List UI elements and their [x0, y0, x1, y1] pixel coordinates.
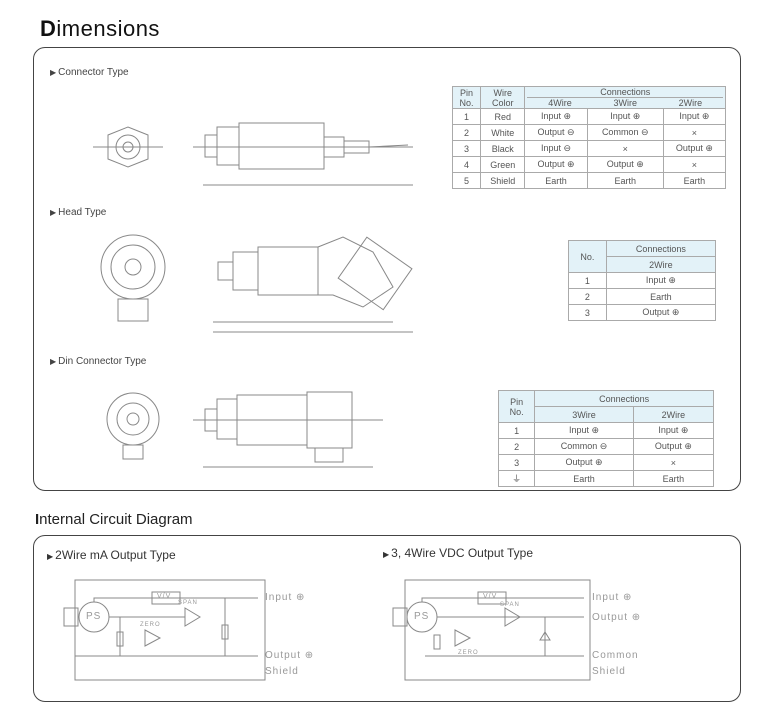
circuit-2wire — [63, 579, 266, 681]
table-cell: Earth — [586, 172, 664, 189]
span-label: SPAN — [500, 602, 520, 608]
terminal-shield-34wire: Shield — [592, 666, 626, 677]
table-cell: Earth — [524, 172, 588, 189]
ps-label: PS — [86, 611, 102, 622]
section-din-connector-type: Din Connector Type — [50, 356, 146, 367]
circuit-panel — [33, 535, 741, 702]
circuit-title: Internal Circuit Diagram — [35, 511, 193, 528]
label-34wire-type: 3, 4Wire VDC Output Type — [383, 546, 533, 560]
terminal-output-2wire: Output ⊕ — [265, 650, 315, 661]
zero-label: ZERO — [140, 622, 161, 628]
header-2wire: 2Wire — [605, 256, 717, 273]
table-cell: Earth — [662, 172, 727, 189]
table-cell: Earth — [534, 470, 634, 487]
connector-type-drawing — [93, 122, 413, 186]
table-cell: ⏚ — [497, 470, 536, 487]
section-head-type: Head Type — [50, 207, 106, 218]
table-cell: Earth — [632, 470, 715, 487]
ps-label: PS — [414, 611, 430, 622]
header-2wire: 2Wire — [632, 406, 715, 423]
terminal-common-34wire: Common — [592, 650, 639, 661]
dimension-drawings — [93, 122, 413, 468]
span-label: SPAN — [178, 600, 198, 606]
section-connector-type: Connector Type — [50, 67, 128, 78]
header-3wire: 3Wire — [534, 406, 634, 423]
label-2wire-type: 2Wire mA Output Type — [47, 548, 176, 562]
terminal-output-34wire: Output ⊕ — [592, 612, 642, 623]
header-connections: Connections — [605, 240, 717, 257]
vv-label: V/V — [483, 593, 498, 600]
header-no: No. — [568, 240, 607, 273]
table-cell: Output ⊕ — [605, 304, 717, 321]
terminal-shield-2wire: Shield — [265, 666, 299, 677]
table-cell: 3 — [568, 304, 607, 321]
vv-label: V/V — [157, 593, 172, 600]
table-cell: Shield — [480, 172, 526, 189]
circuit-34wire — [392, 579, 591, 681]
table-cell: 3 — [497, 454, 536, 471]
page-title: Dimensions — [40, 16, 160, 41]
head-type-drawing — [100, 234, 413, 333]
dimensions-panel — [33, 47, 741, 491]
zero-label: ZERO — [458, 650, 479, 656]
terminal-input-2wire: Input ⊕ — [265, 592, 306, 603]
terminal-input-34wire: Input ⊕ — [592, 592, 633, 603]
din-connector-type-drawing — [106, 391, 383, 468]
